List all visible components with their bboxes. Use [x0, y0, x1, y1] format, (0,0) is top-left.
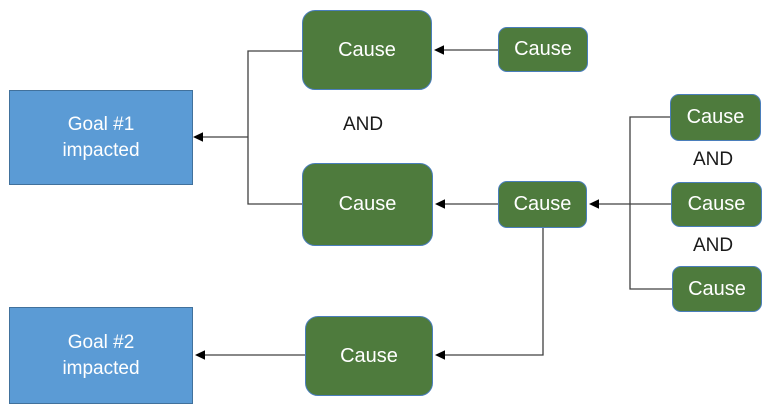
goal-2-label: Goal #2 impacted	[62, 331, 140, 379]
cause-middle-feeder-label: Cause	[513, 193, 572, 215]
cause-middle-node: Cause	[302, 163, 433, 246]
cause-right-3-node: Cause	[672, 266, 762, 312]
arrowhead-into-cause-bottom	[435, 350, 445, 360]
arrowhead-into-cause-top	[434, 45, 444, 55]
cause-right-2-node: Cause	[671, 182, 762, 227]
arrowhead-into-goal-1	[193, 132, 203, 142]
cause-bottom-label: Cause	[340, 344, 398, 367]
goal-1-label: Goal #1 impacted	[62, 113, 140, 161]
arrowhead-into-middle-feeder	[589, 199, 599, 209]
cause-right-3-label: Cause	[688, 277, 746, 300]
cause-right-1-label: Cause	[686, 106, 745, 128]
cause-top-node: Cause	[302, 10, 432, 90]
goal-1-node: Goal #1 impacted	[9, 90, 193, 185]
connector-feeder-to-cause-bottom	[443, 228, 544, 356]
cause-top-feeder-node: Cause	[498, 27, 588, 72]
connector-left-bracket	[201, 50, 302, 205]
arrowhead-into-goal-2	[195, 350, 205, 360]
cause-top-label: Cause	[338, 38, 396, 61]
cause-middle-label: Cause	[338, 193, 397, 215]
arrowhead-into-cause-middle	[435, 199, 445, 209]
and-operator-right-upper: AND	[692, 149, 734, 170]
cause-middle-feeder-node: Cause	[498, 181, 587, 228]
cause-right-2-label: Cause	[687, 193, 746, 215]
connector-right-bracket	[597, 116, 672, 290]
and-operator-right-lower: AND	[692, 235, 734, 256]
goal-2-node: Goal #2 impacted	[9, 307, 193, 404]
cause-top-feeder-label: Cause	[514, 38, 572, 60]
cause-right-1-node: Cause	[670, 94, 761, 141]
and-operator-left: AND	[342, 114, 384, 135]
cause-bottom-node: Cause	[305, 316, 433, 396]
